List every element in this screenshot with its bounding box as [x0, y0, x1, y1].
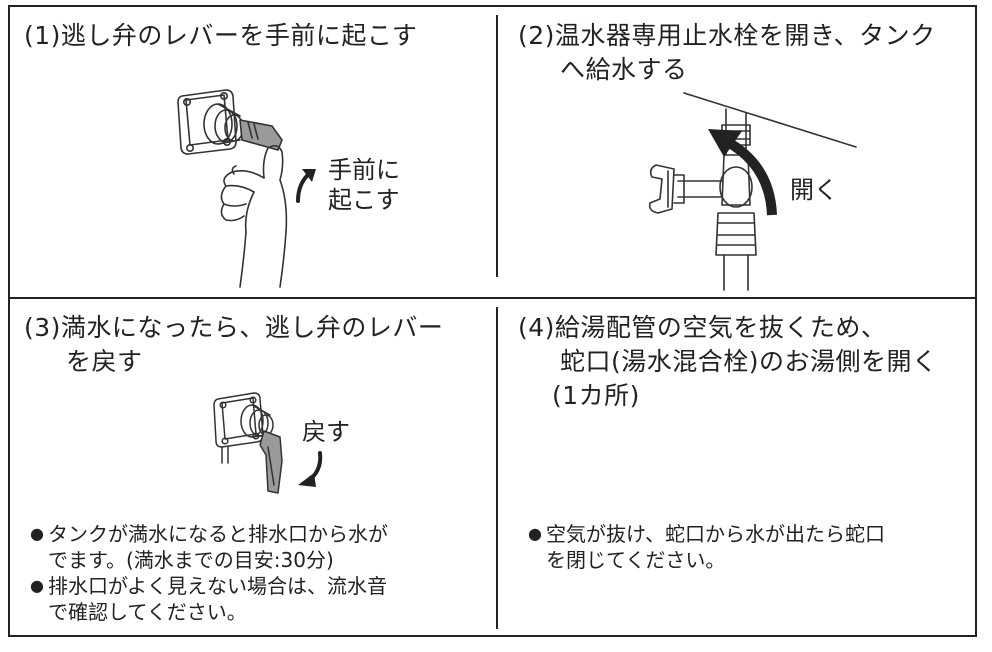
step-4-note-1-line-1: 空気が抜け、蛇口から水が出たら蛇口: [546, 522, 885, 546]
step-2-line-1: 温水器専用止水栓を開き、タンク: [554, 21, 936, 50]
water-supply-stopcock-illustration: [648, 92, 857, 291]
lever-up-label-line-2: 起こす: [328, 186, 400, 214]
step-4-line-3: (1カ所): [552, 381, 640, 410]
divider-vertical-bottom: [496, 307, 498, 629]
bullet-icon: ●: [30, 576, 44, 595]
lever-up-label-line-1: 手前に: [328, 156, 400, 184]
step-4-panel: (4)給湯配管の空気を抜くため、 蛇口(湯水混合栓)のお湯側を開く (1カ所) …: [498, 299, 977, 635]
step-3-panel: (3)満水になったら、逃し弁のレバー を戻す 戻す: [10, 299, 496, 635]
relief-valve-lever-down-illustration: [213, 392, 283, 494]
instruction-frame: (1)逃し弁のレバーを手前に起こす: [8, 5, 977, 637]
divider-vertical-top: [496, 15, 498, 277]
step-4-line-1: 給湯配管の空気を抜くため、: [554, 313, 887, 342]
step-4-number: (4): [518, 313, 555, 342]
step-3-line-1: 満水になったら、逃し弁のレバー: [60, 313, 444, 342]
step-3-heading: (3)満水になったら、逃し弁のレバー を戻す: [24, 311, 443, 379]
step-1-heading: (1)逃し弁のレバーを手前に起こす: [24, 19, 417, 53]
step-3-note-2: ● 排水口がよく見えない場合は、流水音 で確認してください。: [30, 573, 490, 625]
relief-valve-lever-up-illustration: [177, 89, 288, 288]
step-4-note-1: ● 空気が抜け、蛇口から水が出たら蛇口 を閉じてください。: [528, 521, 968, 573]
bullet-icon: ●: [528, 524, 542, 543]
step-2-line-2: へ給水する: [560, 55, 688, 84]
step-3-notes: ● タンクが満水になると排水口から水が でます。(満水までの目安:30分) ● …: [30, 521, 490, 625]
step-3-note-1-line-2: でます。(満水までの目安:30分): [48, 548, 334, 572]
step-1-panel: (1)逃し弁のレバーを手前に起こす: [10, 7, 496, 297]
step-3-note-2-line-1: 排水口がよく見えない場合は、流水音: [48, 574, 387, 598]
bullet-icon: ●: [30, 524, 44, 543]
arrow-up-icon: [296, 169, 316, 203]
step-1-line-1: 逃し弁のレバーを手前に起こす: [60, 21, 418, 50]
step-3-note-1: ● タンクが満水になると排水口から水が でます。(満水までの目安:30分): [30, 521, 490, 573]
lever-down-label: 戻す: [302, 418, 350, 446]
open-label: 開く: [790, 176, 838, 204]
step-4-line-2: 蛇口(湯水混合栓)のお湯側を開く: [560, 347, 938, 376]
step-2-heading: (2)温水器専用止水栓を開き、タンク へ給水する: [518, 19, 936, 87]
step-3-number: (3): [24, 313, 61, 342]
divider-horizontal: [10, 297, 975, 299]
step-3-line-2: を戻す: [66, 347, 143, 376]
arrow-down-icon: [298, 451, 323, 487]
step-2-number: (2): [518, 21, 555, 50]
step-2-panel: (2)温水器専用止水栓を開き、タンク へ給水する: [498, 7, 977, 297]
step-4-note-1-line-2: を閉じてください。: [546, 548, 726, 572]
lever-up-label: 手前に 起こす: [328, 155, 400, 215]
step-3-note-1-line-1: タンクが満水になると排水口から水が: [48, 522, 388, 546]
step-1-number: (1): [24, 21, 61, 50]
step-4-heading: (4)給湯配管の空気を抜くため、 蛇口(湯水混合栓)のお湯側を開く (1カ所): [518, 311, 938, 413]
step-4-notes: ● 空気が抜け、蛇口から水が出たら蛇口 を閉じてください。: [528, 521, 968, 573]
step-3-note-2-line-2: で確認してください。: [48, 600, 247, 624]
